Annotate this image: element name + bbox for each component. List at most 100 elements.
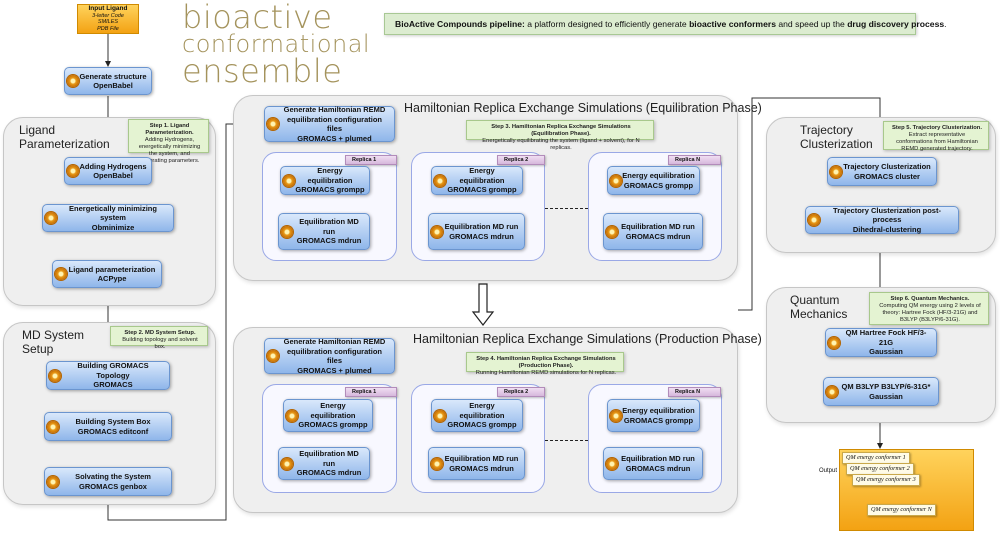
qm-panel-title-line-2: Mechanics	[790, 307, 848, 321]
prod-replica-2-tab: Replica 2	[497, 387, 545, 397]
solvating-system-title: Solvating the System	[75, 472, 151, 481]
energy-equilibration-tool: GROMACS grompp	[447, 185, 517, 195]
clusterization-post-process-box[interactable]: Trajectory Clusterization post-process D…	[805, 206, 959, 234]
energy-equilibration-tool: GROMACS grompp	[298, 420, 368, 430]
output-conformer-n: QM energy conformer N	[867, 504, 936, 516]
eq-generate-title-2: equilibration configuration files	[287, 114, 382, 134]
gear-icon	[826, 385, 838, 398]
gear-icon	[431, 225, 443, 238]
qm-b3lyp-tool: Gaussian	[869, 391, 903, 401]
solvating-system-box[interactable]: Solvating the System GROMACS genbox	[44, 467, 172, 496]
eq-generate-config-box[interactable]: Generate Hamiltonian REMD equilibration …	[264, 105, 395, 143]
prod-replica-2-energy-box[interactable]: Energy equilibration GROMACS grompp	[431, 399, 523, 432]
ligand-panel-title-line-2: Parameterization	[19, 137, 110, 151]
gear-icon	[283, 174, 295, 187]
prod-replica-n-md-box[interactable]: Equilibration MD run GROMACS mdrun	[603, 447, 703, 480]
qm-b3lyp-title: QM B3LYP B3LYP/6-31G*	[841, 382, 931, 391]
gear-icon	[808, 214, 820, 226]
equilibration-panel-title: Hamiltonian Replica Exchange Simulations…	[404, 101, 762, 115]
ligand-step-note: Step 1. Ligand Parameterization. Adding …	[128, 119, 209, 164]
md-run-title: Equilibration MD run	[299, 449, 359, 468]
eq-replica-n-tab: Replica N	[668, 155, 721, 165]
prod-replica-1-tab: Replica 1	[345, 387, 397, 397]
qm-step-note: Step 6. Quantum Mechanics. Computing QM …	[869, 292, 989, 325]
eq-replica-n-md-box[interactable]: Equilibration MD run GROMACS mdrun	[603, 213, 703, 250]
qm-note-title: Step 6. Quantum Mechanics.	[890, 296, 970, 302]
prod-note-text: Running Hamiltonian REMD simulations for…	[475, 370, 617, 376]
trajectory-clusterization-tool: GROMACS cluster	[854, 171, 920, 181]
post-process-tool: Dihedral-clustering	[852, 224, 922, 234]
md-run-tool: GROMACS mdrun	[625, 231, 691, 241]
prod-replica-1-md-box[interactable]: Equilibration MD run GROMACS mdrun	[278, 447, 370, 480]
building-system-title: Building System Box	[75, 417, 151, 426]
eq-replica-1-energy-box[interactable]: Energy equilibration GROMACS grompp	[280, 166, 370, 195]
energy-equilibration-title: Energy equilibration	[307, 166, 353, 185]
adding-hydrogens-box[interactable]: Adding Hydrogens OpenBabel	[64, 157, 152, 185]
input-ligand-title: Input Ligand	[88, 5, 128, 12]
gear-icon	[431, 457, 443, 470]
energy-equilibration-title: Energy equilibration	[459, 401, 505, 420]
banner-text-1: a platform designed to efficiently gener…	[524, 19, 690, 29]
prod-replica-1-energy-box[interactable]: Energy equilibration GROMACS grompp	[283, 399, 373, 432]
energy-equilibration-tool: GROMACS grompp	[447, 420, 517, 430]
md-run-tool: GROMACS mdrun	[625, 463, 691, 473]
trajectory-step-note: Step 5. Trajectory Clusterization. Extra…	[883, 121, 989, 152]
building-system-box[interactable]: Building System Box GROMACS editconf	[44, 412, 172, 441]
qm-b3lyp-box[interactable]: QM B3LYP B3LYP/6-31G* Gaussian	[823, 377, 939, 406]
qm-panel-title-line-1: Quantum	[790, 293, 840, 307]
qm-note-text: Computing QM energy using 2 levels of th…	[879, 303, 981, 323]
ligand-note-title: Step 1. Ligand Parameterization.	[145, 123, 194, 136]
minimizing-system-box[interactable]: Energetically minimizing system Obminimi…	[42, 204, 174, 232]
trajectory-clusterization-title: Trajectory Clusterization	[843, 162, 931, 171]
ligand-panel-title: Ligand Parameterization	[19, 123, 110, 151]
eq-replica-ellipsis-connector	[545, 208, 588, 209]
md-panel-title-line-1: MD System	[22, 328, 85, 342]
generate-structure-tool: OpenBabel	[93, 81, 133, 90]
building-system-tool: GROMACS editconf	[77, 426, 149, 436]
gear-icon	[610, 409, 622, 422]
eq-replica-2-md-box[interactable]: Equilibration MD run GROMACS mdrun	[428, 213, 525, 250]
eq-replica-1-md-box[interactable]: Equilibration MD run GROMACS mdrun	[278, 213, 370, 250]
bioactive-ensemble-logo: bioactive conformational ensemble	[182, 0, 370, 87]
building-topology-box[interactable]: Building GROMACS Topology GROMACS	[46, 361, 170, 390]
eq-generate-title-1: Generate Hamiltonian REMD	[283, 105, 386, 114]
banner-bold-1: bioactive conformers	[689, 19, 776, 29]
md-note-title: Step 2. MD System Setup.	[124, 330, 196, 336]
prod-replica-n-energy-box[interactable]: Energy equilibration GROMACS grompp	[607, 399, 700, 432]
logo-line-1: bioactive	[182, 0, 333, 36]
banner-text-2: and speed up the	[775, 19, 848, 29]
trajectory-clusterization-box[interactable]: Trajectory Clusterization GROMACS cluste…	[827, 157, 937, 186]
input-format-3: PDB File	[97, 25, 119, 32]
gear-icon	[55, 268, 67, 280]
md-run-title: Equilibration MD run	[444, 454, 519, 463]
trajectory-panel-title-line-1: Trajectory	[800, 123, 853, 137]
eq-replica-n-energy-box[interactable]: Energy equilibration GROMACS grompp	[607, 166, 700, 195]
minimizing-system-tool: Obminimize	[91, 222, 135, 232]
ligand-parameterization-box[interactable]: Ligand parameterization ACPype	[52, 260, 162, 288]
gear-icon	[67, 165, 79, 177]
gear-icon	[47, 475, 59, 488]
md-step-note: Step 2. MD System Setup. Building topolo…	[110, 326, 208, 350]
minimizing-system-title: Energetically minimizing system	[69, 203, 157, 223]
eq-note-title: Step 3. Hamiltonian Replica Exchange Sim…	[491, 124, 631, 137]
output-label: Output	[819, 468, 838, 474]
gear-icon	[45, 212, 57, 224]
gear-icon	[610, 174, 622, 187]
gear-icon	[281, 225, 293, 238]
md-run-tool: GROMACS mdrun	[449, 463, 514, 473]
trajectory-note-text: Extract representative conformations fro…	[896, 132, 978, 152]
prod-generate-config-box[interactable]: Generate Hamiltonian REMD equilibration …	[264, 337, 395, 375]
qm-hartree-fock-box[interactable]: QM Hartree Fock HF/3-21G Gaussian	[825, 328, 937, 357]
prod-replica-ellipsis-connector	[545, 440, 588, 441]
prod-note-title: Step 4. Hamiltonian Replica Exchange Sim…	[476, 356, 616, 369]
prod-replica-2-md-box[interactable]: Equilibration MD run GROMACS mdrun	[428, 447, 525, 480]
energy-equilibration-tool: GROMACS grompp	[295, 185, 365, 195]
energy-equilibration-tool: GROMACS grompp	[623, 415, 694, 425]
trajectory-note-title: Step 5. Trajectory Clusterization.	[892, 125, 982, 131]
qm-panel-title: Quantum Mechanics	[790, 293, 847, 321]
md-run-tool: GROMACS mdrun	[296, 236, 362, 246]
gear-icon	[49, 369, 61, 382]
eq-replica-2-energy-box[interactable]: Energy equilibration GROMACS grompp	[431, 166, 523, 195]
generate-structure-box[interactable]: Generate structure OpenBabel	[64, 67, 152, 95]
gear-icon	[267, 350, 279, 362]
